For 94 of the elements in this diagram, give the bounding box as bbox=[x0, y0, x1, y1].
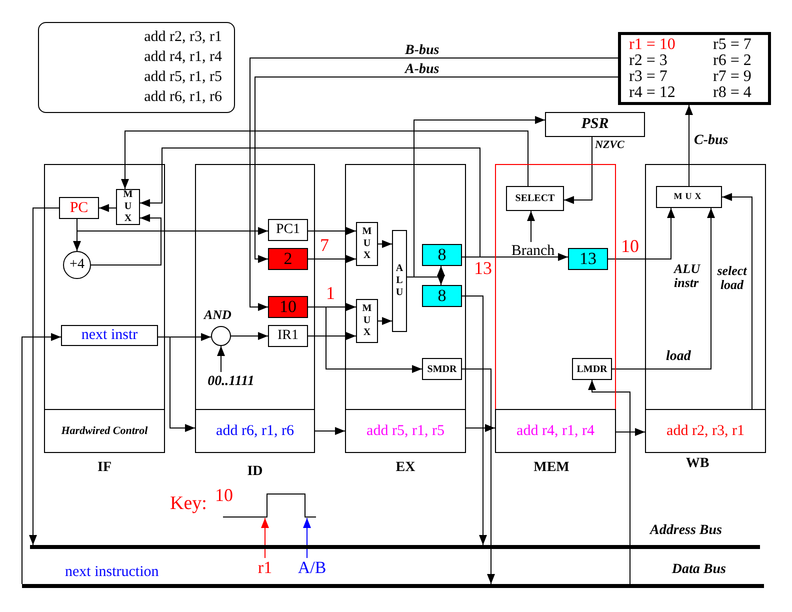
register-box: next instr bbox=[61, 325, 158, 346]
arrow bbox=[230, 332, 268, 340]
edge-label: 7 bbox=[320, 236, 329, 256]
arrow bbox=[308, 255, 356, 263]
instruction-text: add r5, r1, r5 bbox=[144, 68, 222, 87]
arrow bbox=[98, 204, 116, 212]
register-box: SMDR bbox=[422, 358, 462, 380]
arrow bbox=[254, 76, 618, 263]
arrow bbox=[406, 116, 546, 278]
stage-label: IF bbox=[96, 460, 112, 476]
arrow bbox=[29, 208, 60, 546]
arrow bbox=[121, 130, 528, 190]
stage-label: EX bbox=[394, 460, 416, 476]
register-box: PC bbox=[59, 197, 99, 219]
arrow bbox=[685, 104, 693, 186]
instruction-text: add r6, r1, r6 bbox=[144, 88, 222, 107]
register-value: r1 = 10 bbox=[629, 37, 676, 53]
arrow bbox=[308, 306, 422, 373]
register-value: r2 = 3 bbox=[629, 53, 668, 69]
arrow bbox=[378, 317, 392, 325]
register-box: 13 bbox=[568, 248, 608, 270]
multiplexer-box: MUX bbox=[656, 186, 722, 208]
edge-label: select load bbox=[716, 264, 748, 293]
multiplexer-box: MUX bbox=[356, 222, 378, 266]
input-text: 00..1111 bbox=[196, 372, 266, 392]
arrow bbox=[250, 58, 618, 311]
register-value: r6 = 2 bbox=[713, 53, 752, 69]
edge-label: NZVC bbox=[595, 139, 624, 152]
edge-label: 10 bbox=[621, 237, 639, 257]
arrow bbox=[90, 214, 162, 266]
edge-label: 1 bbox=[326, 284, 335, 304]
arrow bbox=[22, 333, 62, 584]
signal-text: Branch bbox=[505, 242, 561, 260]
arrow bbox=[466, 424, 496, 432]
register-box: 10 bbox=[268, 296, 308, 318]
arrow bbox=[378, 240, 392, 248]
bus-label: Data Bus bbox=[672, 562, 726, 578]
stage-label: WB bbox=[684, 456, 710, 472]
edge-label: B-bus bbox=[405, 43, 440, 58]
register-box: 8 bbox=[422, 244, 462, 266]
multiplexer-box: MUX bbox=[116, 189, 140, 225]
arrow bbox=[608, 208, 675, 260]
arrow bbox=[527, 210, 535, 242]
arrow bbox=[564, 136, 592, 204]
register-box: 8 bbox=[422, 285, 462, 307]
edge-label: load bbox=[666, 349, 691, 364]
arrow bbox=[308, 332, 356, 340]
instruction-list-box bbox=[38, 22, 235, 113]
key-label: Key: bbox=[170, 494, 207, 515]
arrow bbox=[462, 296, 487, 546]
arrow bbox=[314, 427, 346, 435]
register-file-box bbox=[618, 32, 771, 105]
register-value: r7 = 9 bbox=[713, 69, 752, 85]
register-value: r8 = 4 bbox=[713, 85, 752, 101]
arrow bbox=[462, 253, 568, 261]
arrow bbox=[616, 428, 646, 436]
signal-text: r1 bbox=[255, 558, 275, 578]
arrow bbox=[308, 227, 356, 235]
instruction-panel: add r4, r1, r4 bbox=[495, 409, 616, 453]
register-value: r3 = 7 bbox=[629, 69, 668, 85]
arrow bbox=[588, 380, 630, 584]
arrow bbox=[217, 346, 225, 372]
multiplexer-box: MUX bbox=[356, 299, 378, 343]
alu-box: ALU bbox=[392, 230, 407, 332]
register-box: IR1 bbox=[268, 325, 308, 347]
bus-label: Address Bus bbox=[650, 523, 722, 539]
arrow bbox=[140, 148, 480, 258]
status-register-box: PSR bbox=[545, 112, 645, 137]
register-value: r5 = 7 bbox=[713, 37, 752, 53]
arrow bbox=[612, 208, 715, 370]
signal-text: A/B bbox=[294, 558, 330, 578]
instruction-text: add r4, r1, r4 bbox=[144, 48, 222, 67]
arrow bbox=[462, 368, 495, 584]
arrow bbox=[722, 193, 752, 410]
select-box: SELECT bbox=[506, 186, 564, 211]
key-value: 10 bbox=[215, 486, 233, 506]
edge-label: 13 bbox=[474, 259, 492, 279]
edge-label: A-bus bbox=[405, 62, 440, 78]
adder-circle: +4 bbox=[63, 251, 91, 279]
arrow bbox=[158, 336, 196, 432]
stage-label: MEM bbox=[532, 460, 570, 476]
register-value: r4 = 12 bbox=[629, 85, 676, 101]
signal-label: ALU instr bbox=[674, 262, 702, 291]
stage-label: ID bbox=[246, 464, 264, 480]
gate-label: AND bbox=[204, 307, 232, 323]
register-box: LMDR bbox=[572, 358, 612, 380]
register-box: PC1 bbox=[268, 219, 308, 241]
arrow bbox=[76, 218, 268, 235]
bus-caption: next instruction bbox=[65, 564, 159, 580]
edge-label: C-bus bbox=[694, 133, 728, 148]
register-box: 2 bbox=[268, 248, 308, 270]
instruction-text: add r2, r3, r1 bbox=[144, 28, 222, 47]
arrow bbox=[303, 518, 311, 558]
arrow bbox=[261, 518, 269, 558]
